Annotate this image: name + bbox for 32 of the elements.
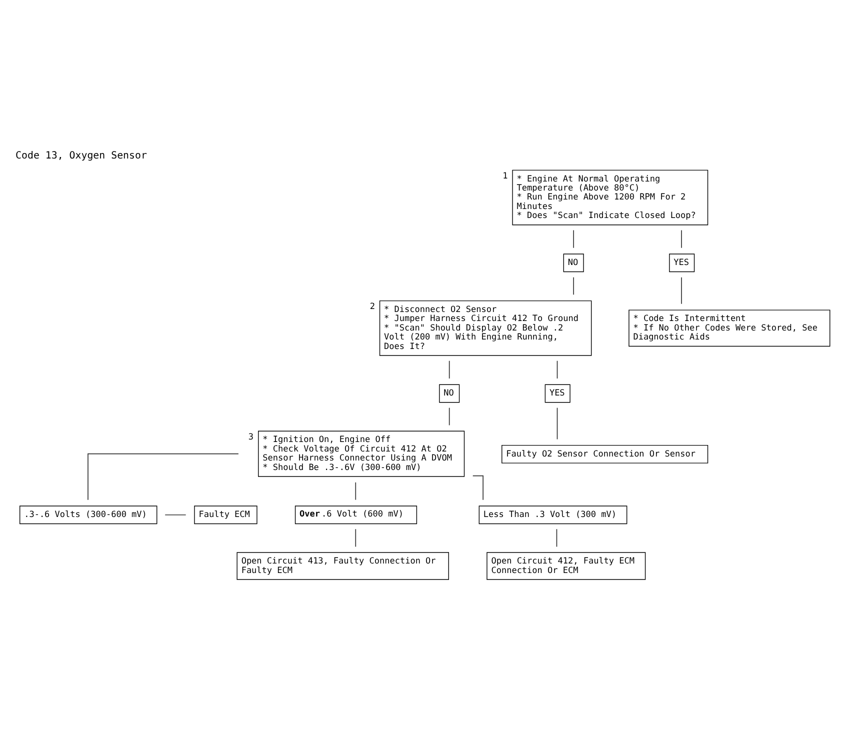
node-box: Over .6 Volt (600 mV) — [294, 505, 418, 524]
connector — [573, 276, 574, 295]
node-box: * Disconnect O2 Sensor * Jumper Harness Circuit 412 To Ground * "Scan" Should Display O2 Below .2 Volt (200 mV) With Engine Running, Does It? — [379, 300, 592, 356]
connector — [88, 452, 239, 500]
connector — [681, 229, 682, 248]
node-box: Open Circuit 413, Faulty Connection Or Faulty ECM — [236, 552, 449, 580]
node-box: Less Than .3 Volt (300 mV) — [478, 505, 628, 524]
node-box: Faulty O2 Sensor Connection Or Sensor — [502, 444, 708, 463]
node-label: 1 — [502, 170, 508, 181]
node-label: 2 — [370, 302, 375, 312]
connector — [556, 528, 558, 547]
node-box: Open Circuit 412, Faulty ECM Connection Or ECM — [486, 552, 646, 580]
connector — [573, 229, 574, 248]
node-box: NO — [439, 384, 460, 402]
node-box: YES — [544, 384, 570, 402]
node-box: .3-.6 Volts (300-600 mV) — [19, 505, 158, 524]
node-box: NO — [563, 253, 584, 272]
node-box: * Engine At Normal Operating Temperature (Above 80°C) * Run Engine Above 1200 RPM For 2 Minutes * Does "Scan" Indicate Closed Loop? — [512, 169, 708, 225]
connector — [355, 528, 356, 547]
node-box: * Ignition On, Engine Off * Check Voltage Of Circuit 412 At O2 Sensor Harness Connector Using A DVOM * Should Be .3-.6V (300-600 mV) — [258, 430, 465, 476]
connector — [448, 406, 450, 426]
node-box: YES — [669, 253, 695, 272]
node-box: Faulty ECM — [194, 505, 258, 524]
connector — [556, 406, 558, 440]
connector — [355, 481, 356, 500]
connector — [556, 360, 558, 378]
connector — [448, 360, 450, 378]
node-label: 3 — [248, 432, 254, 442]
connector — [164, 514, 186, 515]
connector — [681, 276, 682, 304]
node-box: * Code Is Intermittent * If No Other Codes Were Stored, See Diagnostic Aids — [628, 309, 830, 346]
diagram-title: Code 13, Oxygen Sensor — [16, 150, 147, 162]
